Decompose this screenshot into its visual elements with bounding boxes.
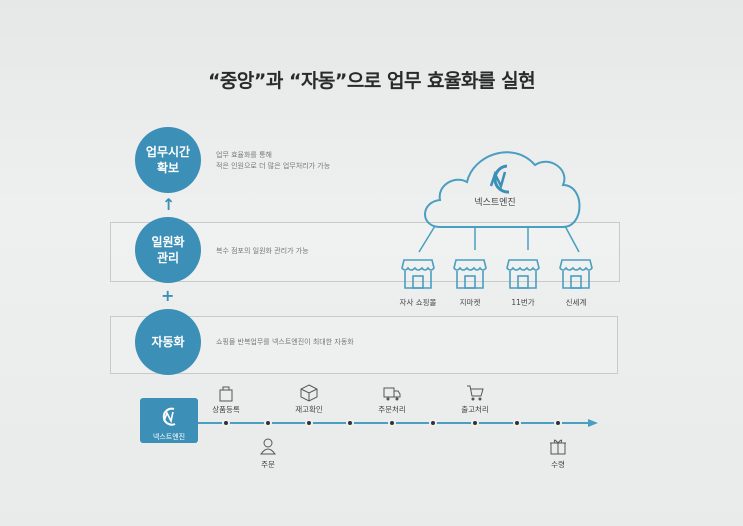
timeline-dot <box>346 419 354 427</box>
page-title: “중앙”과 “자동”으로 업무 효율화를 실현 <box>207 70 536 92</box>
timeline-dot <box>305 419 313 427</box>
cloud-diagram <box>418 151 581 253</box>
circle-work-time: 업무시간 확보 <box>135 127 201 193</box>
timeline-step-label: 주문처리 <box>378 405 406 414</box>
store-label: 11번가 <box>511 298 535 307</box>
desc-work-time: 업무 효율화를 통해 적은 인원으로 더 많은 업무처리가 가능 <box>216 151 331 170</box>
desc-unify: 복수 점포의 일원화 관리가 가능 <box>216 247 309 255</box>
box-icon <box>300 384 318 402</box>
desc-automation: 쇼핑몰 반복업무를 넥스트엔진이 최대한 자동화 <box>216 338 354 346</box>
store-label: 신세계 <box>565 298 587 307</box>
timeline-step-label: 출고처리 <box>461 405 489 414</box>
nextengine-logo-icon <box>162 407 176 426</box>
timeline-dot <box>471 419 479 427</box>
timeline-dot <box>264 419 272 427</box>
nextengine-box-label: 넥스트엔진 <box>152 433 186 441</box>
nextengine-logo-icon <box>489 164 510 194</box>
nextengine-box: 넥스트엔진 <box>140 398 198 443</box>
person-icon <box>260 438 276 455</box>
timeline-dot <box>388 419 396 427</box>
store-label: 지마켓 <box>459 298 481 307</box>
store-icon <box>453 259 487 289</box>
cloud-label: 넥스트엔진 <box>474 198 516 208</box>
store-label: 자사 쇼핑몰 <box>399 298 437 307</box>
circle-automation: 자동화 <box>135 309 201 375</box>
timeline-step-label: 수령 <box>551 460 565 469</box>
plus-icon: + <box>161 286 175 305</box>
truck-icon <box>383 387 401 401</box>
cloud-icon <box>424 151 581 228</box>
gift-icon <box>550 439 566 455</box>
store-icon <box>506 259 540 289</box>
timeline-dot <box>429 419 437 427</box>
store-icon <box>401 259 435 289</box>
arrow-up-icon: ↑ <box>162 195 176 214</box>
timeline-dot <box>513 419 521 427</box>
store-icon <box>559 259 593 289</box>
timeline-arrow <box>198 419 598 427</box>
cloud-lines <box>418 225 580 253</box>
timeline-dot <box>222 419 230 427</box>
timeline-step-label: 주문 <box>261 460 275 469</box>
timeline-dot <box>554 419 562 427</box>
shopping-bag-icon <box>219 386 233 402</box>
timeline-step-label: 상품등록 <box>212 405 240 414</box>
timeline-step-label: 재고확인 <box>295 405 323 414</box>
cart-icon <box>467 385 484 401</box>
circle-unify: 일원화 관리 <box>135 217 201 283</box>
